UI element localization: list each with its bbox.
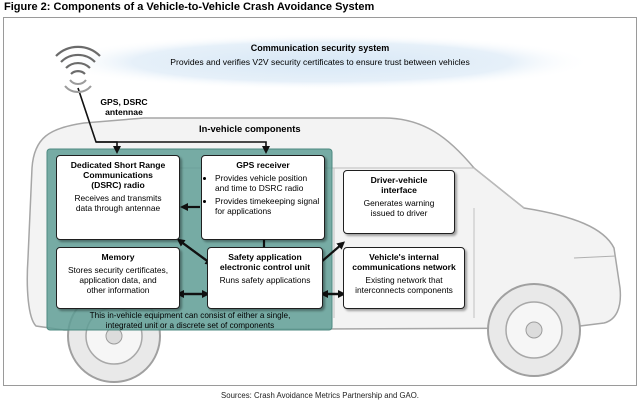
- safety-ecu-box: Safety application electronic control un…: [207, 247, 323, 309]
- security-system-description: Provides and verifies V2V security certi…: [170, 57, 470, 67]
- sources-note: Sources: Crash Avoidance Metrics Partner…: [221, 391, 419, 400]
- dsrc-radio-box: Dedicated Short Range Communications (DS…: [56, 155, 180, 240]
- driver-vehicle-interface-box: Driver-vehicle interface Generates warni…: [343, 170, 455, 234]
- gps-receiver-box: GPS receiver Provides vehicle position a…: [201, 155, 325, 240]
- antenna-mast: [77, 87, 93, 131]
- figure-title: Figure 2: Components of a Vehicle-to-Veh…: [4, 1, 375, 13]
- security-system-title: Communication security system: [250, 43, 390, 53]
- memory-box: Memory Stores security certificates, app…: [56, 247, 180, 309]
- antenna-waves-icon: [55, 45, 101, 75]
- diagram-frame: Communication security system Provides a…: [3, 17, 637, 386]
- wheel-front: [487, 283, 581, 377]
- security-cloud: [52, 34, 592, 90]
- internal-network-box: Vehicle's internal communications networ…: [343, 247, 465, 309]
- in-vehicle-components-label: In-vehicle components: [199, 123, 301, 134]
- antenna-label: GPS, DSRC antennae: [100, 97, 148, 117]
- antenna-connectors: [91, 129, 270, 154]
- gps-feature-list: Provides vehicle position and time to DS…: [206, 173, 320, 216]
- in-vehicle-note: This in-vehicle equipment can consist of…: [89, 311, 291, 330]
